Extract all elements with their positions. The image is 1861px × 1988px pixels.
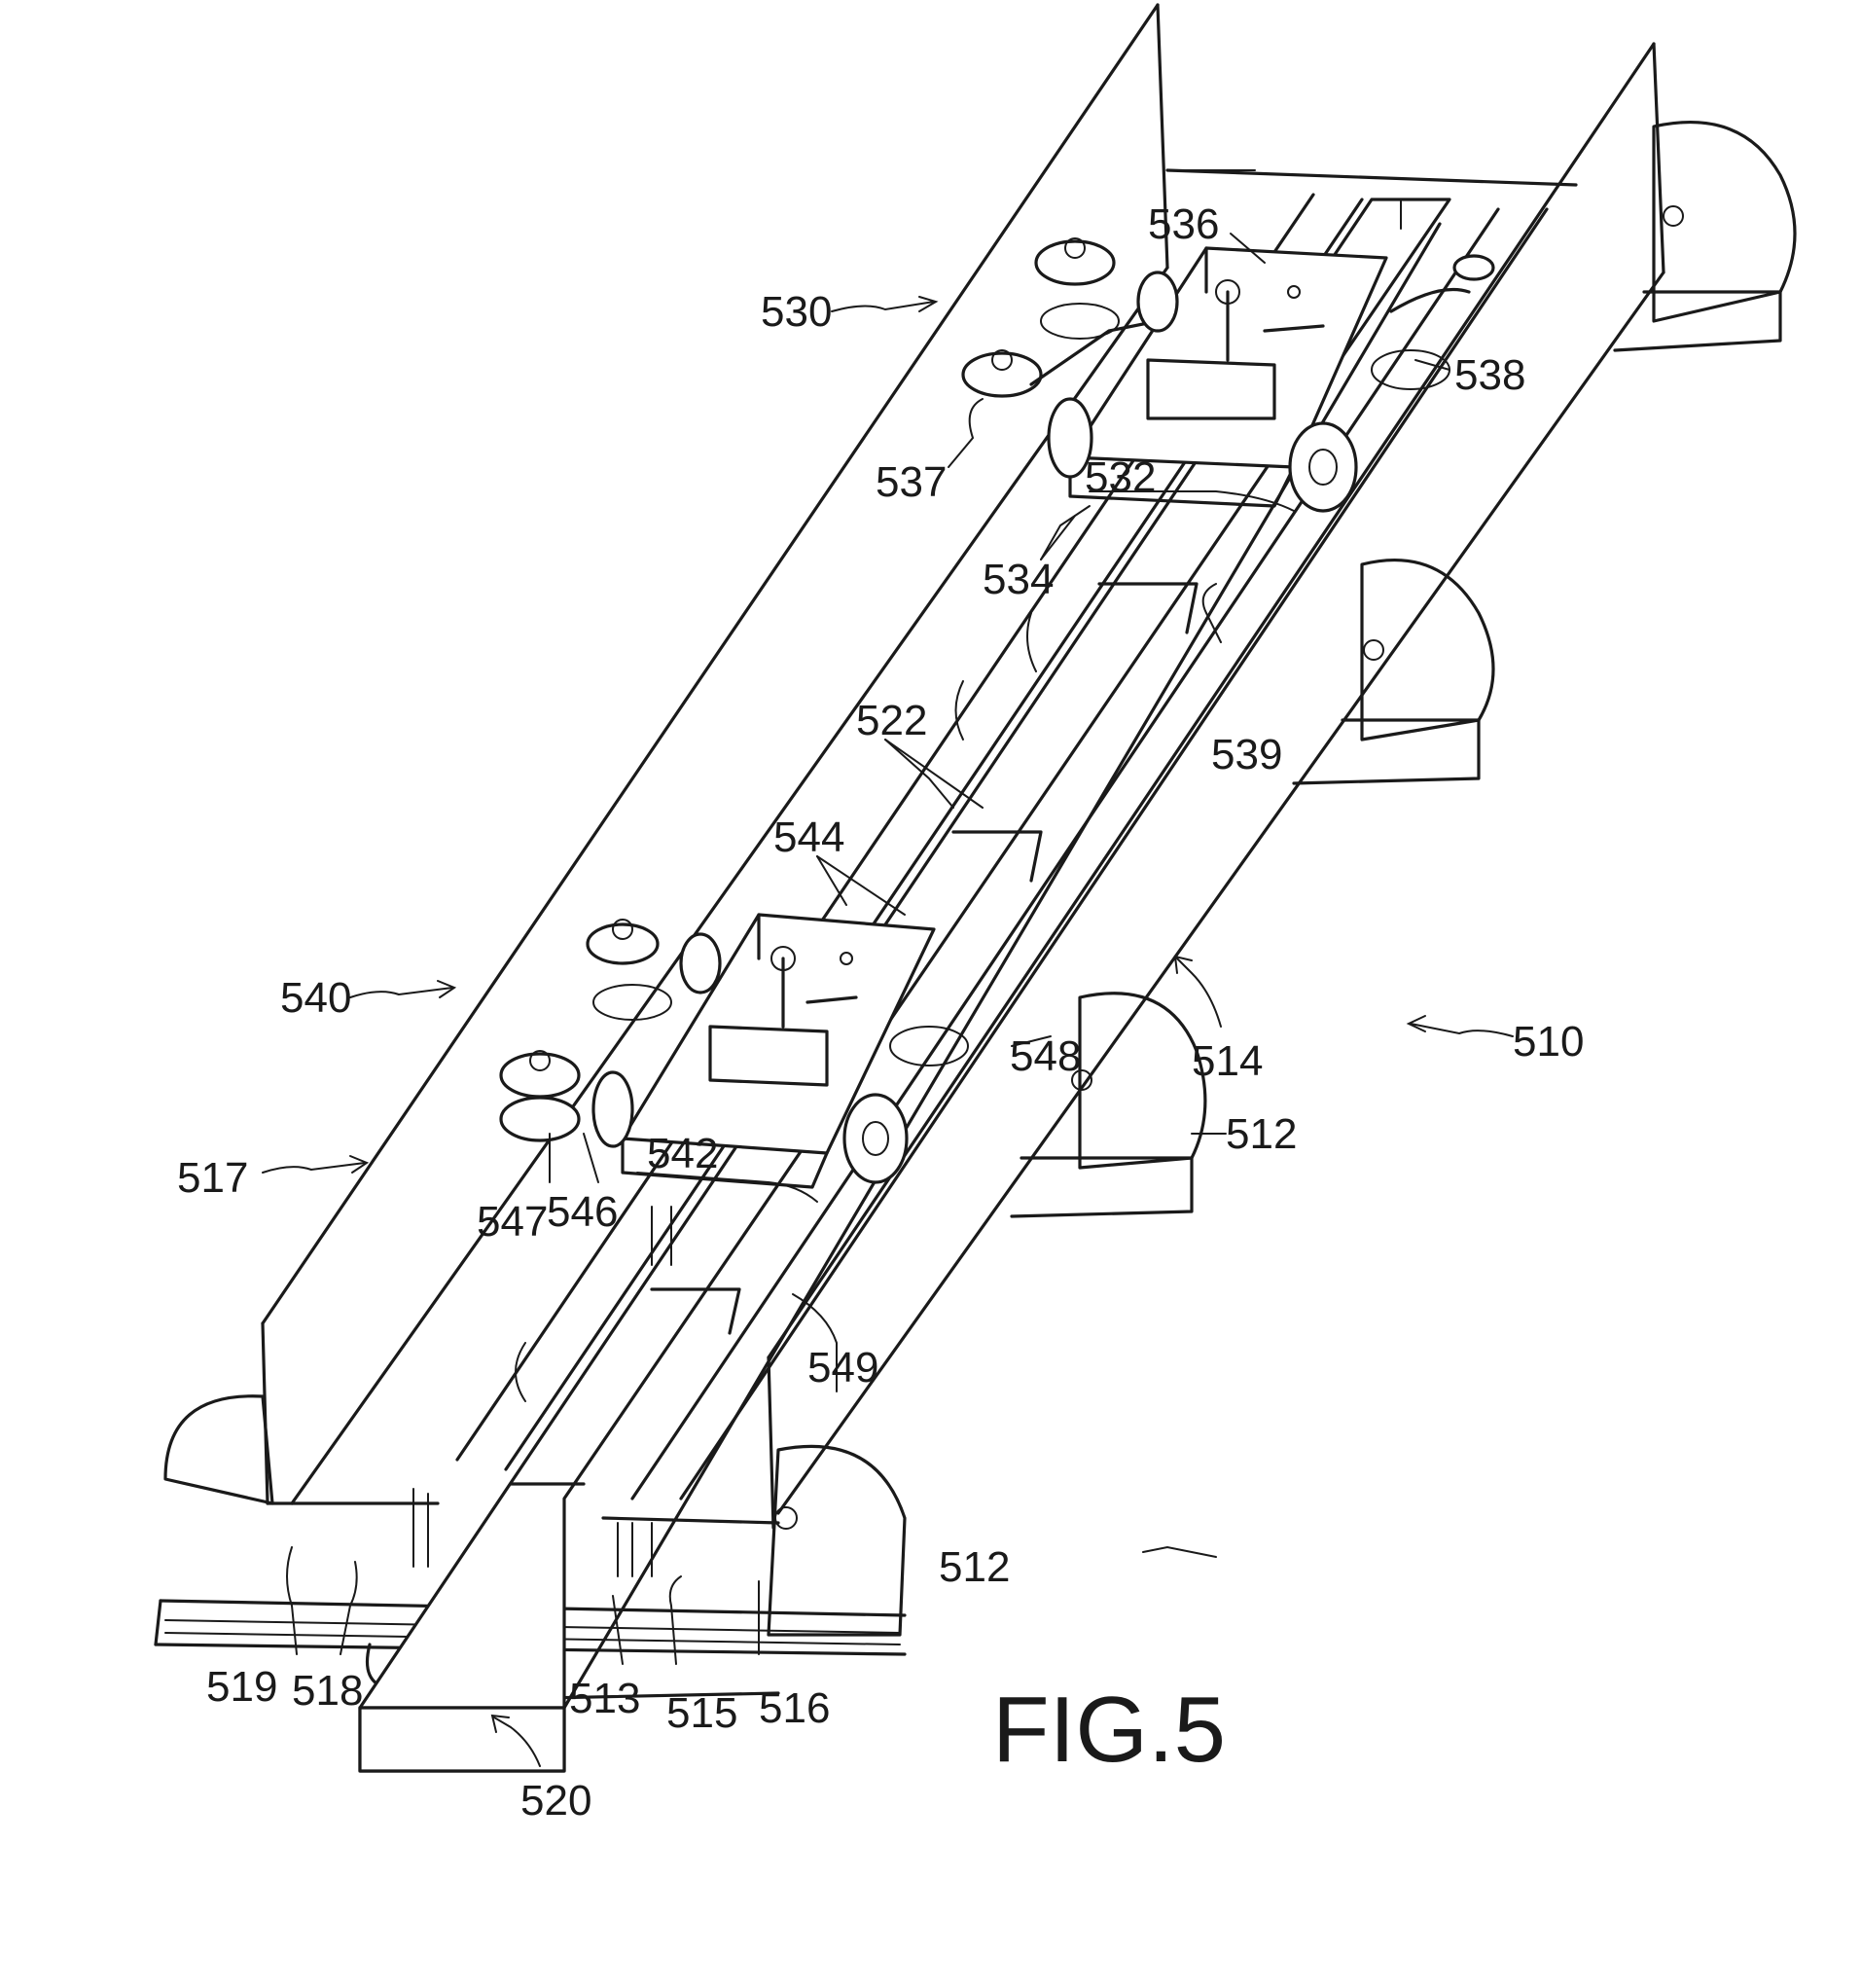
label-530: 530 <box>761 288 832 336</box>
label-532: 532 <box>1085 453 1156 501</box>
label-537: 537 <box>876 458 947 506</box>
label-512a: 512 <box>1226 1110 1297 1158</box>
label-513: 513 <box>569 1675 640 1722</box>
ribs <box>412 612 1037 1577</box>
label-539: 539 <box>1211 731 1282 778</box>
label-538: 538 <box>1454 351 1525 399</box>
label-517: 517 <box>177 1154 248 1202</box>
label-522: 522 <box>856 697 927 744</box>
mounting-bracket-middle <box>1292 558 1495 785</box>
mounting-bracket-upper <box>1613 120 1797 352</box>
label-515: 515 <box>666 1689 737 1737</box>
mounting-bracket-bottom-left <box>163 1394 274 1505</box>
label-542: 542 <box>647 1130 718 1177</box>
carriage-530 <box>961 237 1495 513</box>
label-514: 514 <box>1192 1037 1263 1085</box>
label-536: 536 <box>1148 200 1219 248</box>
label-546: 546 <box>547 1188 618 1236</box>
label-520: 520 <box>520 1777 591 1825</box>
mounting-bracket-bottom-right <box>767 1444 907 1637</box>
label-544: 544 <box>773 813 844 861</box>
carriage-540 <box>499 913 969 1266</box>
label-540: 540 <box>280 974 351 1022</box>
label-512b: 512 <box>939 1543 1010 1591</box>
mounting-bracket-lower-right <box>1010 992 1207 1218</box>
channel-right-wall <box>601 42 1665 1530</box>
label-548: 548 <box>1010 1032 1081 1080</box>
label-547: 547 <box>477 1198 548 1246</box>
leader-lines <box>262 233 1514 1767</box>
channel-left-wall <box>261 3 1256 1505</box>
figure-title: FIG.5 <box>992 1678 1226 1782</box>
label-510: 510 <box>1513 1018 1584 1066</box>
label-534: 534 <box>983 556 1054 603</box>
label-516: 516 <box>759 1684 830 1732</box>
label-549: 549 <box>807 1344 878 1392</box>
label-518: 518 <box>292 1667 363 1715</box>
beam-segments <box>509 582 1199 1486</box>
label-519: 519 <box>206 1663 277 1711</box>
reference-labels: 536 530 538 537 532 534 539 522 544 540 … <box>177 200 1584 1825</box>
